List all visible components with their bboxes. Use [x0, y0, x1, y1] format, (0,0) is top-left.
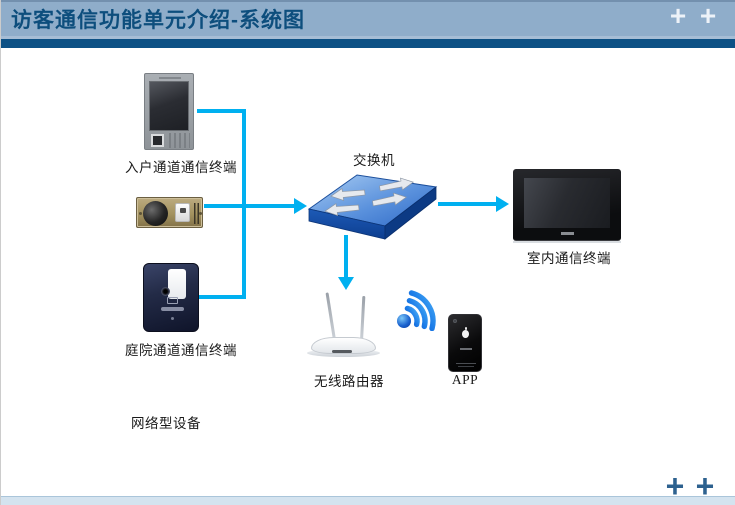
app-label: APP: [451, 372, 479, 387]
arrowhead-to-router-icon: [338, 277, 354, 290]
footer-expand-icon-1[interactable]: +: [665, 468, 685, 504]
header-expand-icon-2[interactable]: +: [699, 0, 717, 31]
switch-label: 交换机: [353, 153, 395, 168]
arrowhead-to-switch-icon: [294, 198, 307, 214]
connector-courtyard-horizontal: [197, 295, 244, 299]
indoor-terminal-label: 室内通信终端: [527, 251, 611, 266]
door-intercom-brand-mark: [159, 76, 181, 79]
arrowhead-to-monitor-icon: [496, 196, 509, 212]
gate-intercom-camera: [161, 287, 170, 296]
slide-header: [1, 0, 735, 36]
door-intercom-icon: [144, 73, 194, 150]
gate-intercom-screen: [168, 269, 186, 299]
router-antenna: [360, 295, 366, 342]
doorbell-camera-icon: [136, 197, 203, 228]
router-body: [311, 337, 376, 354]
doorbell-camera-dome: [143, 201, 168, 226]
indoor-monitor-screen: [524, 178, 610, 228]
doorbell-button-glyph: [180, 208, 186, 213]
switch-arrow-right: [372, 192, 408, 207]
switch-arrow-left: [324, 202, 360, 216]
doorbell-call-button: [175, 203, 190, 222]
doorbell-screw: [139, 212, 142, 215]
phone-logo-mark: [462, 327, 469, 338]
wifi-signal-icon: [397, 290, 436, 331]
gate-intercom-speaker-bar: [161, 307, 184, 311]
entry-terminal-label: 入户通道通信终端: [125, 160, 237, 175]
header-accent-bar: [1, 39, 735, 48]
network-switch-icon: [307, 174, 438, 240]
footer-strip: [1, 496, 735, 505]
switch-arrow-left: [330, 187, 366, 201]
connector-entry-horizontal: [197, 109, 244, 113]
indoor-monitor-brand-mark: [561, 232, 574, 235]
gate-intercom-icon: [143, 263, 199, 332]
indoor-monitor-base-line: [513, 241, 621, 243]
header-strip: [1, 36, 735, 39]
courtyard-terminal-label: 庭院通道通信终端: [125, 343, 237, 358]
switch-arrow-right: [379, 177, 415, 192]
connector-switch-to-router: [344, 235, 348, 278]
router-front-slot: [332, 350, 352, 353]
door-intercom-speaker-grille: [169, 133, 190, 148]
smartphone-icon: [448, 314, 482, 372]
header-expand-icon-1[interactable]: +: [669, 0, 687, 31]
gate-intercom-indicator-dot: [171, 317, 174, 320]
page-title: 访客通信功能单元介绍-系统图: [11, 9, 305, 32]
router-antenna: [325, 292, 336, 341]
phone-camera-dot: [453, 319, 457, 323]
phone-brand-line: [460, 348, 472, 350]
gate-intercom-card-reader: [167, 297, 178, 304]
phone-bottom-text-line: [456, 362, 476, 364]
indoor-monitor-icon: [513, 169, 621, 241]
router-label: 无线路由器: [314, 374, 384, 389]
device-group-label: 网络型设备: [131, 416, 201, 431]
phone-bottom-text-line: [458, 365, 474, 367]
doorbell-screw: [199, 212, 202, 215]
doorbell-speaker-slots: [194, 203, 199, 224]
door-intercom-screen: [149, 81, 189, 131]
footer-expand-icon-2[interactable]: +: [695, 468, 715, 504]
connector-switch-to-monitor: [438, 202, 497, 206]
door-intercom-keypad: [151, 134, 164, 147]
wireless-router-icon: [304, 290, 384, 370]
connector-doorbell-to-switch: [204, 204, 295, 208]
